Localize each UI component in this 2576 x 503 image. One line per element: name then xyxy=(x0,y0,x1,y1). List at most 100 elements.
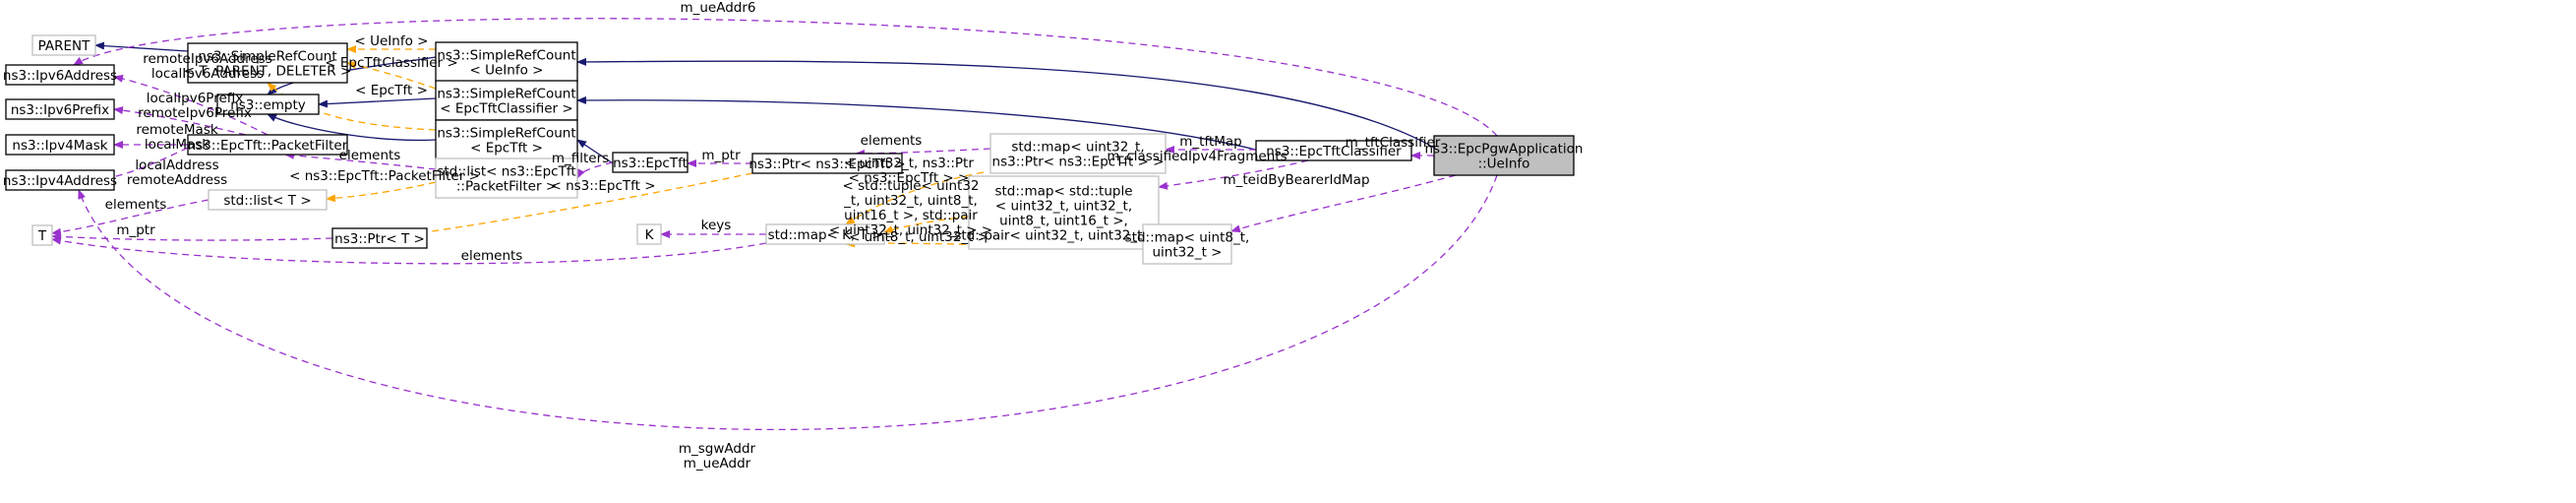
t-elements-edge xyxy=(51,236,767,265)
node-label: ns3::Ipv6Address xyxy=(3,68,117,84)
node-list-pf[interactable]: std::list< ns3::EpcTft::PacketFilter > xyxy=(435,157,578,199)
node-box xyxy=(435,41,578,83)
node-label: T xyxy=(37,228,47,244)
node-ptr-epctft[interactable]: ns3::Ptr< ns3::EpcTft > xyxy=(749,153,906,174)
node-parent[interactable]: PARENT xyxy=(31,34,96,56)
sgw-edge xyxy=(78,174,1498,431)
node-packetfilter[interactable]: ns3::EpcTft::PacketFilter xyxy=(187,134,348,156)
edge-label-t-elements: elements xyxy=(461,248,523,264)
node-map-u8[interactable]: std::map< uint8_t,uint32_t > xyxy=(1125,223,1250,265)
node-map-ptr[interactable]: std::map< uint32_t,ns3::Ptr< ns3::EpcTft… xyxy=(989,133,1167,174)
node-box xyxy=(765,223,885,245)
edge-label-classifier-tmpl: < EpcTftClassifier > xyxy=(325,55,457,71)
node-label: std::list< T > xyxy=(223,193,311,209)
node-label: std::map< std::tuple< uint32_t, uint32_t… xyxy=(954,184,1172,244)
edge-label-map-tuple-tmpl: < std::tuple< uint32_t, uint32_t, uint8_… xyxy=(829,178,992,238)
node-k[interactable]: K xyxy=(636,223,662,245)
map-elements-edge xyxy=(855,148,991,157)
node-label: std::list< ns3::EpcTft::PacketFilter > xyxy=(437,164,575,195)
inheritance-edge xyxy=(576,57,1435,149)
node-box xyxy=(1142,223,1232,265)
node-box xyxy=(31,34,96,56)
node-label: std::map< uint8_t,uint32_t > xyxy=(1125,230,1250,261)
node-empty[interactable]: ns3::empty xyxy=(216,94,320,115)
edge-label-m-tftClassifier: m_tftClassifier xyxy=(1346,135,1441,151)
edge-label-map-u8-tmpl: < uint8_t, uint32_t > xyxy=(849,229,988,245)
node-label: ns3::EpcTftClassifier xyxy=(1266,144,1402,159)
inheritance-edge xyxy=(94,41,189,52)
map-tuple-tmpl-edge xyxy=(883,216,970,233)
node-box xyxy=(968,175,1160,250)
pf-tmpl-edge xyxy=(326,181,437,203)
node-simplerefcount[interactable]: ns3::SimpleRefCount< T, PARENT, DELETER … xyxy=(184,42,352,84)
node-src-classifier[interactable]: ns3::SimpleRefCount< EpcTftClassifier > xyxy=(435,80,578,121)
node-label: ns3::SimpleRefCount< T, PARENT, DELETER … xyxy=(184,49,352,80)
inheritance-edge xyxy=(576,95,1257,151)
node-box xyxy=(1255,140,1412,161)
edge-label-epctft-tmpl: < EpcTft > xyxy=(355,83,428,98)
epctft-tmpl-edge xyxy=(267,82,437,131)
node-label: ns3::Ptr< ns3::EpcTft > xyxy=(749,157,905,172)
node-listT[interactable]: std::list< T > xyxy=(208,189,328,211)
edge-label-t-ptr: m_ptr xyxy=(116,222,155,238)
pf-elements-edge xyxy=(284,151,437,170)
node-ueinfo[interactable]: ns3::EpcPgwApplication::UeInfo xyxy=(1425,135,1584,176)
node-epctft[interactable]: ns3::EpcTft xyxy=(612,152,689,173)
node-box xyxy=(612,152,689,173)
map-ptr-tmpl-edge xyxy=(845,171,985,225)
node-box xyxy=(5,169,115,191)
list-elements-edge xyxy=(51,199,210,236)
node-label: std::map< uint32_t,ns3::Ptr< ns3::EpcTft… xyxy=(992,140,1165,170)
classifier-tmpl-edge xyxy=(346,61,437,90)
node-label: ns3::SimpleRefCount< EpcTftClassifier > xyxy=(437,87,575,117)
node-src-ueinfo[interactable]: ns3::SimpleRefCount< UeInfo > xyxy=(435,41,578,83)
node-box xyxy=(636,223,662,245)
node-label: ns3::Ipv4Mask xyxy=(12,138,107,154)
node-box xyxy=(5,98,115,120)
node-map-tuple[interactable]: std::map< std::tuple< uint32_t, uint32_t… xyxy=(954,175,1173,250)
inheritance-edge xyxy=(576,139,614,164)
node-label: PARENT xyxy=(38,38,91,54)
node-ipv4mask[interactable]: ns3::Ipv4Mask xyxy=(5,134,115,156)
node-box xyxy=(1433,135,1575,176)
node-ipv4address[interactable]: ns3::Ipv4Address xyxy=(3,169,117,191)
node-label: ns3::EpcTft::PacketFilter xyxy=(188,138,348,154)
node-label: std::map< K, T > xyxy=(768,227,883,243)
node-box xyxy=(187,42,348,84)
edge-label-ueinfo-tmpl: < UeInfo > xyxy=(355,33,429,49)
m-ueAddr6-edge xyxy=(73,18,1498,137)
node-map-kt[interactable]: std::map< K, T > xyxy=(765,223,885,245)
inheritance-edge xyxy=(267,113,437,142)
node-ptrT[interactable]: ns3::Ptr< T > xyxy=(331,227,428,249)
node-box xyxy=(989,133,1167,174)
node-classifier[interactable]: ns3::EpcTftClassifier xyxy=(1255,140,1412,161)
node-box xyxy=(208,189,328,211)
node-label: ns3::SimpleRefCount< UeInfo > xyxy=(437,48,575,79)
node-src-epctft[interactable]: ns3::SimpleRefCount< EpcTft > xyxy=(435,119,578,160)
node-label: ns3::EpcTft xyxy=(613,156,688,171)
node-ipv6prefix[interactable]: ns3::Ipv6Prefix xyxy=(5,98,115,120)
edge-label-pf-tmpl: < ns3::EpcTft::PacketFilter > xyxy=(289,168,480,184)
node-t[interactable]: T xyxy=(31,224,53,246)
edge-label-keys: keys xyxy=(701,218,732,233)
node-ipv6address[interactable]: ns3::Ipv6Address xyxy=(3,64,117,86)
node-box xyxy=(31,224,53,246)
node-box xyxy=(751,153,903,174)
edge-label-map-elements: elements xyxy=(861,133,923,149)
node-label: ns3::empty xyxy=(230,97,306,113)
node-label: ns3::SimpleRefCount< EpcTft > xyxy=(437,126,575,157)
node-label: K xyxy=(645,227,655,243)
node-box xyxy=(5,134,115,156)
ipv6prefix-edge xyxy=(113,106,247,136)
edge-label-pf-elements: elements xyxy=(339,148,401,163)
edge-label-m-ptr: m_ptr xyxy=(701,148,741,163)
t-ptr-edge xyxy=(51,232,333,241)
edge-label-m-teidByBearerIdMap: m_teidByBearerIdMap xyxy=(1223,172,1369,188)
edge-label-list-elements: elements xyxy=(105,197,167,213)
node-box xyxy=(435,119,578,160)
